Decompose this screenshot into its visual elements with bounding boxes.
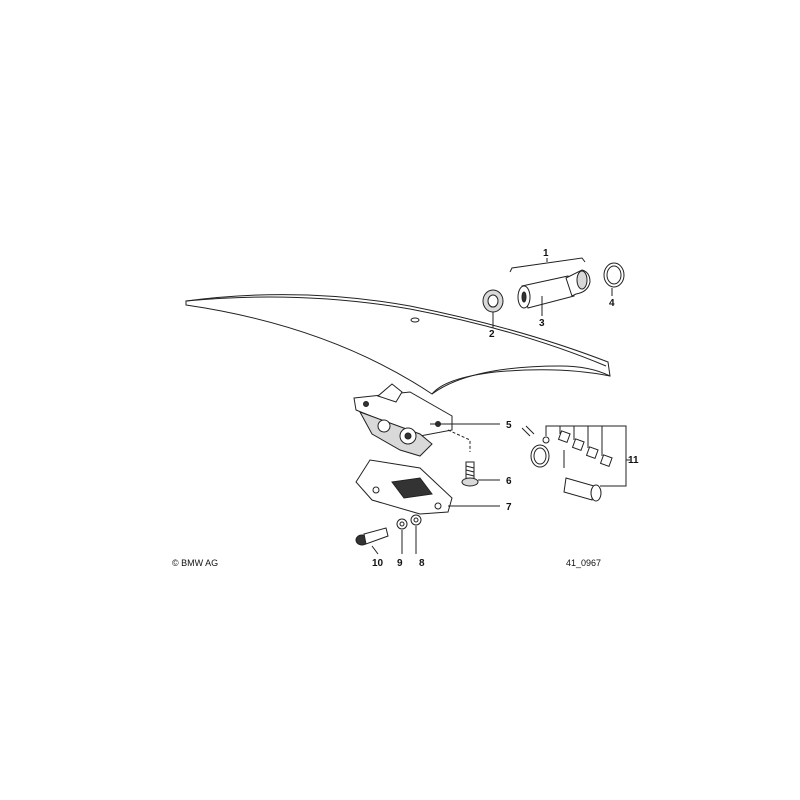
copyright-text: © BMW AG (172, 558, 218, 568)
nut-part-2 (482, 289, 504, 313)
callout-9: 9 (397, 558, 403, 569)
screw-part-10 (355, 527, 389, 546)
callout-10: 10 (372, 558, 384, 569)
bolt-part-6 (461, 461, 479, 487)
bracket-part-7 (355, 459, 453, 515)
callout-5: 5 (506, 420, 512, 431)
callout-1: 1 (543, 248, 549, 259)
ring-part-4 (603, 262, 625, 288)
lock-part-5 (353, 383, 453, 457)
callout-11: 11 (628, 455, 639, 466)
leader-lines (371, 257, 630, 555)
callout-8: 8 (419, 558, 425, 569)
callout-4: 4 (609, 298, 615, 309)
washer-part-9 (396, 518, 408, 530)
callout-6: 6 (506, 476, 512, 487)
callout-3: 3 (539, 318, 545, 329)
callout-7: 7 (506, 502, 512, 513)
diagram-code: 41_0967 (566, 558, 601, 568)
washer-part-8 (410, 514, 422, 526)
lock-kit-part-11 (521, 425, 613, 502)
lock-cylinder-part-3 (517, 269, 591, 309)
trunk-lid (185, 294, 611, 395)
callout-2: 2 (489, 329, 495, 340)
